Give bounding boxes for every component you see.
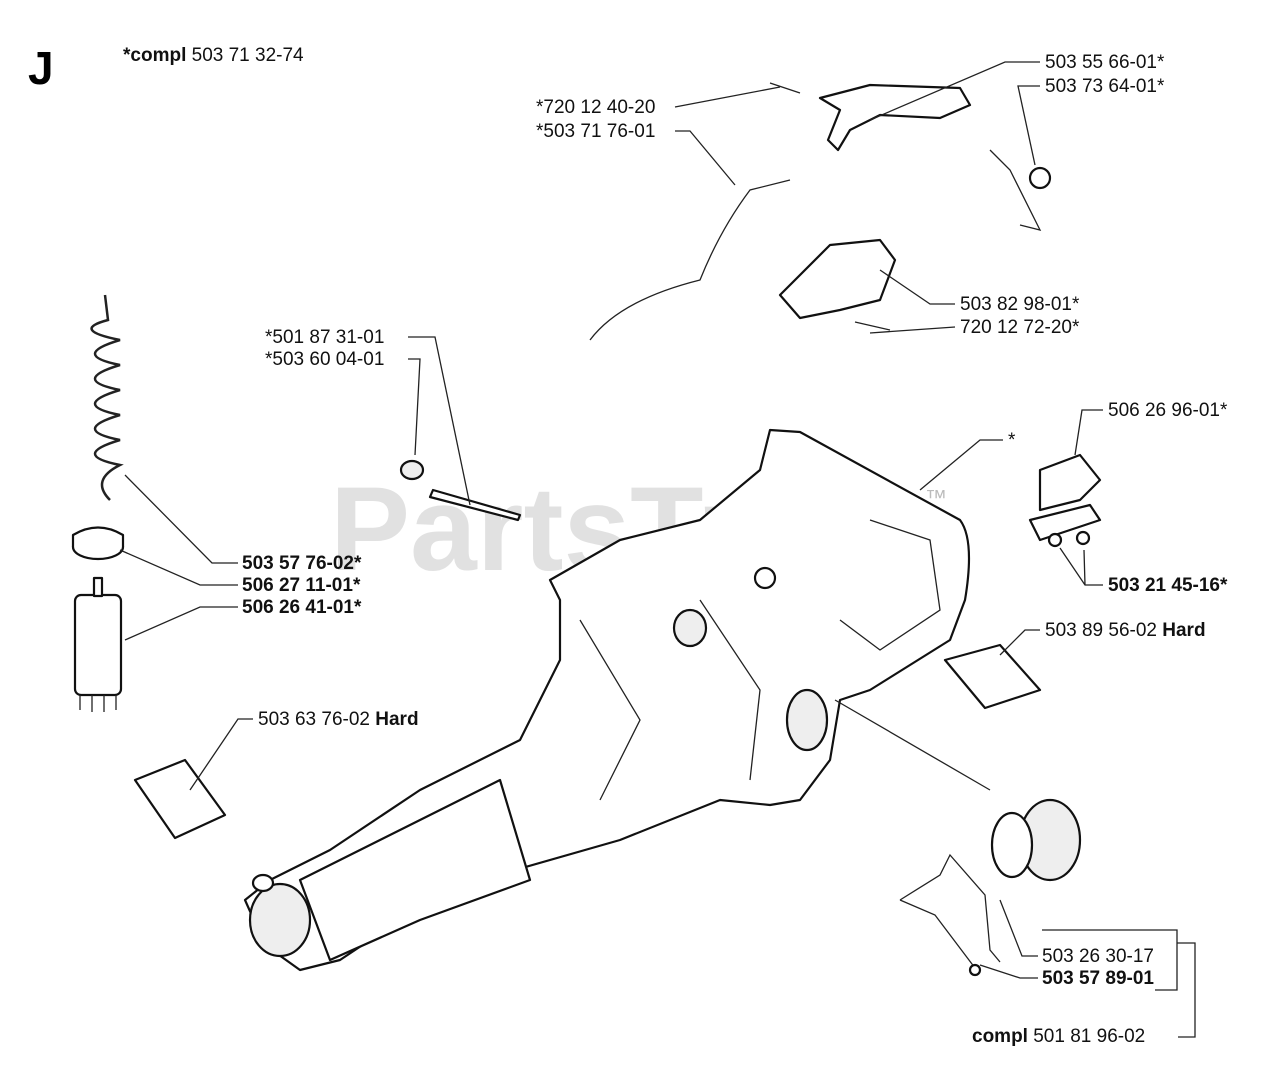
part-label-text: Hard [1162,620,1205,641]
part-label-text: 503 63 76-02 [258,709,375,730]
part-label-text: 503 57 89-01 [1042,968,1154,989]
fuel-hose-and-filter [71,294,125,712]
part-label-text: 720 12 72-20* [960,317,1080,338]
part-label-text: *720 12 40-20 [536,97,655,118]
part-label-506-26-96-01: 506 26 96-01* [1108,400,1228,421]
springs-and-cap [133,453,1102,977]
part-label-housing-star: * [1008,430,1016,451]
part-label-503-63-76-02: 503 63 76-02 Hard [258,709,419,730]
part-label-text: 506 26 96-01* [1108,400,1228,421]
part-label-503-60-04-01: *503 60 04-01 [265,349,384,370]
main-housing [243,428,971,972]
part-label-compl-501-81-96-02: compl 501 81 96-02 [972,1026,1145,1047]
part-label-503-21-45-16: 503 21 45-16* [1108,575,1228,596]
watermark-tm: ™ [925,485,947,510]
part-label-text: 503 55 66-01* [1045,52,1165,73]
part-label-503-55-66-01: 503 55 66-01* [1045,52,1165,73]
part-label-720-12-40-20: *720 12 40-20 [536,97,655,118]
part-label-720-12-72-20: 720 12 72-20* [960,317,1080,338]
part-label-text: 503 89 56-02 [1045,620,1162,641]
part-label-text: *503 60 04-01 [265,349,384,370]
part-label-text: 501 81 96-02 [1028,1026,1145,1047]
part-label-text: Hard [375,709,418,730]
part-label-text: 503 57 76-02* [242,553,362,574]
part-label-text: *503 71 76-01 [536,121,655,142]
part-label-text: compl [972,1026,1028,1047]
part-label-text: 506 27 11-01* [242,575,361,596]
part-label-503-26-30-17: 503 26 30-17 [1042,946,1154,967]
part-label-503-71-76-01: *503 71 76-01 [536,121,655,142]
part-label-text: * [1008,430,1016,451]
part-label-501-87-31-01: *501 87 31-01 [265,327,384,348]
part-label-text: 503 82 98-01* [960,294,1080,315]
part-label-503-89-56-02: 503 89 56-02 Hard [1045,620,1206,641]
part-label-text: 503 71 32-74 [186,45,304,66]
section-letter: J [28,42,54,94]
part-label-text: *compl [123,45,186,66]
part-label-506-27-11-01: 506 27 11-01* [242,575,361,596]
leader-lines [119,61,1196,1038]
part-label-503-57-76-02: 503 57 76-02* [242,553,362,574]
part-label-506-26-41-01: 506 26 41-01* [242,597,362,618]
part-label-text: 503 26 30-17 [1042,946,1154,967]
part-label-503-73-64-01: 503 73 64-01* [1045,76,1165,97]
part-label-compl-assembly: *compl 503 71 32-74 [123,45,304,66]
part-label-503-57-89-01: 503 57 89-01 [1042,968,1154,989]
part-label-text: *501 87 31-01 [265,327,384,348]
part-label-text: 503 73 64-01* [1045,76,1165,97]
part-label-text: 506 26 41-01* [242,597,362,618]
part-label-503-82-98-01: 503 82 98-01* [960,294,1080,315]
part-label-text: 503 21 45-16* [1108,575,1228,596]
